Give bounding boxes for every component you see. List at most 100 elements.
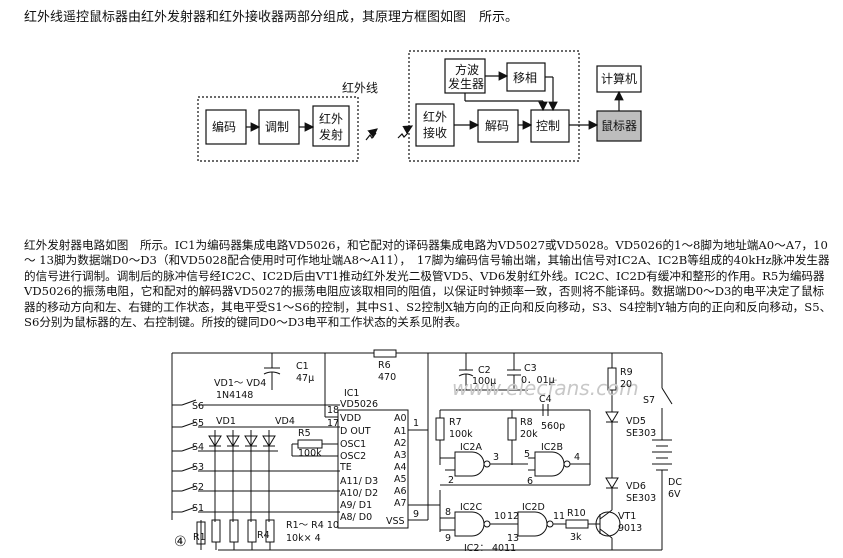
pin-a7: A7 [394,498,407,509]
ir-rx-label-2: 接收 [423,125,447,140]
ic2b-label: IC2B [541,442,563,453]
s1-label: S1 [192,503,204,514]
r9-value: 20 [620,379,632,390]
ir-tx-label-1: 红外 [319,111,343,126]
r7-label: R7 [449,417,462,428]
r8-value: 20k [520,429,538,440]
gate-pin-6: 6 [527,476,533,487]
vt1-value: 9013 [618,523,642,534]
vd1-4-label: VD1～ VD4 [214,378,266,389]
gate-pin-4: 4 [574,452,580,463]
c3-label: C3 [524,363,537,374]
vd6-value: SE303 [626,493,656,504]
vd1-4-value: 1N4148 [216,390,253,401]
ic2d-label: IC2D [522,502,545,513]
c4-label: C4 [539,394,552,405]
r1-r4-label: R1～ R4 10 [286,520,339,531]
pin-a0: A0 [394,413,407,424]
pin-vdd: VDD [340,413,361,424]
pin-num-18: 18 [327,405,339,416]
mouse-label: 鼠标器 [601,119,637,133]
resistor-network [196,519,275,550]
r7-value: 100k [449,429,473,440]
r8-label: R8 [520,417,533,428]
vd1-label: VD1 [216,416,236,427]
ic1-value: VD5026 [340,399,378,410]
pin-osc2: OSC2 [340,451,366,462]
r10-label: R10 [567,508,586,519]
gate-pin-12: 12 [507,511,519,522]
receiver-frame [408,50,580,162]
paragraph-text: 红外发射器电路如图 所示。IC1为编码器集成电路VD5026，和它配对的译码器集… [24,238,832,330]
ic2a-gate [454,451,485,477]
ic2c-label: IC2C [460,502,482,513]
c1-value: 47μ [296,373,314,384]
gate-pin-9: 9 [445,533,451,544]
gate-pin-10: 10 [494,511,506,522]
s3-label: S3 [192,462,204,473]
gate-pin-8: 8 [445,507,451,518]
ir-label: 红外线 [342,80,378,95]
r6-label: R6 [378,360,391,371]
c3-value: 0．01μ [521,375,555,386]
transmitter-frame [197,96,359,162]
vd4-label: VD4 [275,416,295,427]
s6-label: S6 [192,401,204,412]
pin-vss: VSS [386,516,405,527]
computer-label: 计算机 [601,71,637,86]
r5-label: R5 [298,428,311,439]
figure-number: ④ [174,534,187,550]
pin-a10: A10/ D2 [340,488,378,499]
mouse-block [596,110,642,142]
square-wave-label-1: 方波 [455,62,479,77]
r6-value: 470 [378,372,396,383]
vt1-label: VT1 [618,511,636,522]
resistor-net-value: 10k× 4 [286,533,321,544]
s4-label: S4 [192,442,204,453]
vd5-label: VD5 [626,416,646,427]
pin-a4: A4 [394,462,407,473]
square-wave-label-2: 发生器 [448,76,484,91]
pin-a1: A1 [394,426,407,437]
s5-label: S5 [192,418,204,429]
gate-pin-5: 5 [524,449,530,460]
pin-a8: A8/ D0 [340,512,372,523]
encode-label: 编码 [212,119,236,134]
r10-value: 3k [570,532,582,543]
vt1-transistor [595,511,621,537]
ic2a-label: IC2A [460,442,482,453]
pin-a5: A5 [394,474,407,485]
gate-pin-13: 13 [507,533,519,544]
ic2d-gate [517,511,548,537]
pin-a11: A11/ D3 [340,476,378,487]
r4-label: R4 [257,530,270,541]
circuit-diagram [171,349,673,551]
ic1-chip [337,409,409,529]
gate-pin-2: 2 [448,475,454,486]
gate-pin-11: 11 [553,511,565,522]
block-diagram [197,50,642,162]
ir-tx-label-2: 发射 [319,127,343,142]
ic2c-gate [454,511,485,537]
s2-label: S2 [192,482,204,493]
r1-label: R1 [193,532,206,543]
pin-osc1: OSC1 [340,439,366,450]
pin-a2: A2 [394,438,407,449]
ic2b-gate [534,451,565,477]
gate-pin-3: 3 [493,452,499,463]
ic2-type-label: IC2： 4011 [464,543,516,554]
r6-resistor [373,349,397,358]
vd6-led [605,477,619,489]
vd5-value: SE303 [626,428,656,439]
pin-te: TE [339,462,352,473]
ir-rx-label-1: 红外 [423,109,447,124]
c2-value: 100μ [472,376,496,387]
pin-a3: A3 [394,450,407,461]
decode-label: 解码 [485,119,509,133]
diode-array [208,430,276,522]
watermark: www.elecfans.com [452,376,639,400]
vd6-label: VD6 [626,481,646,492]
intro-text: 红外线遥控鼠标器由红外发射器和红外接收器两部分组成，其原理方框图如图 所示。 [24,10,519,25]
ic1-label: IC1 [344,388,359,399]
